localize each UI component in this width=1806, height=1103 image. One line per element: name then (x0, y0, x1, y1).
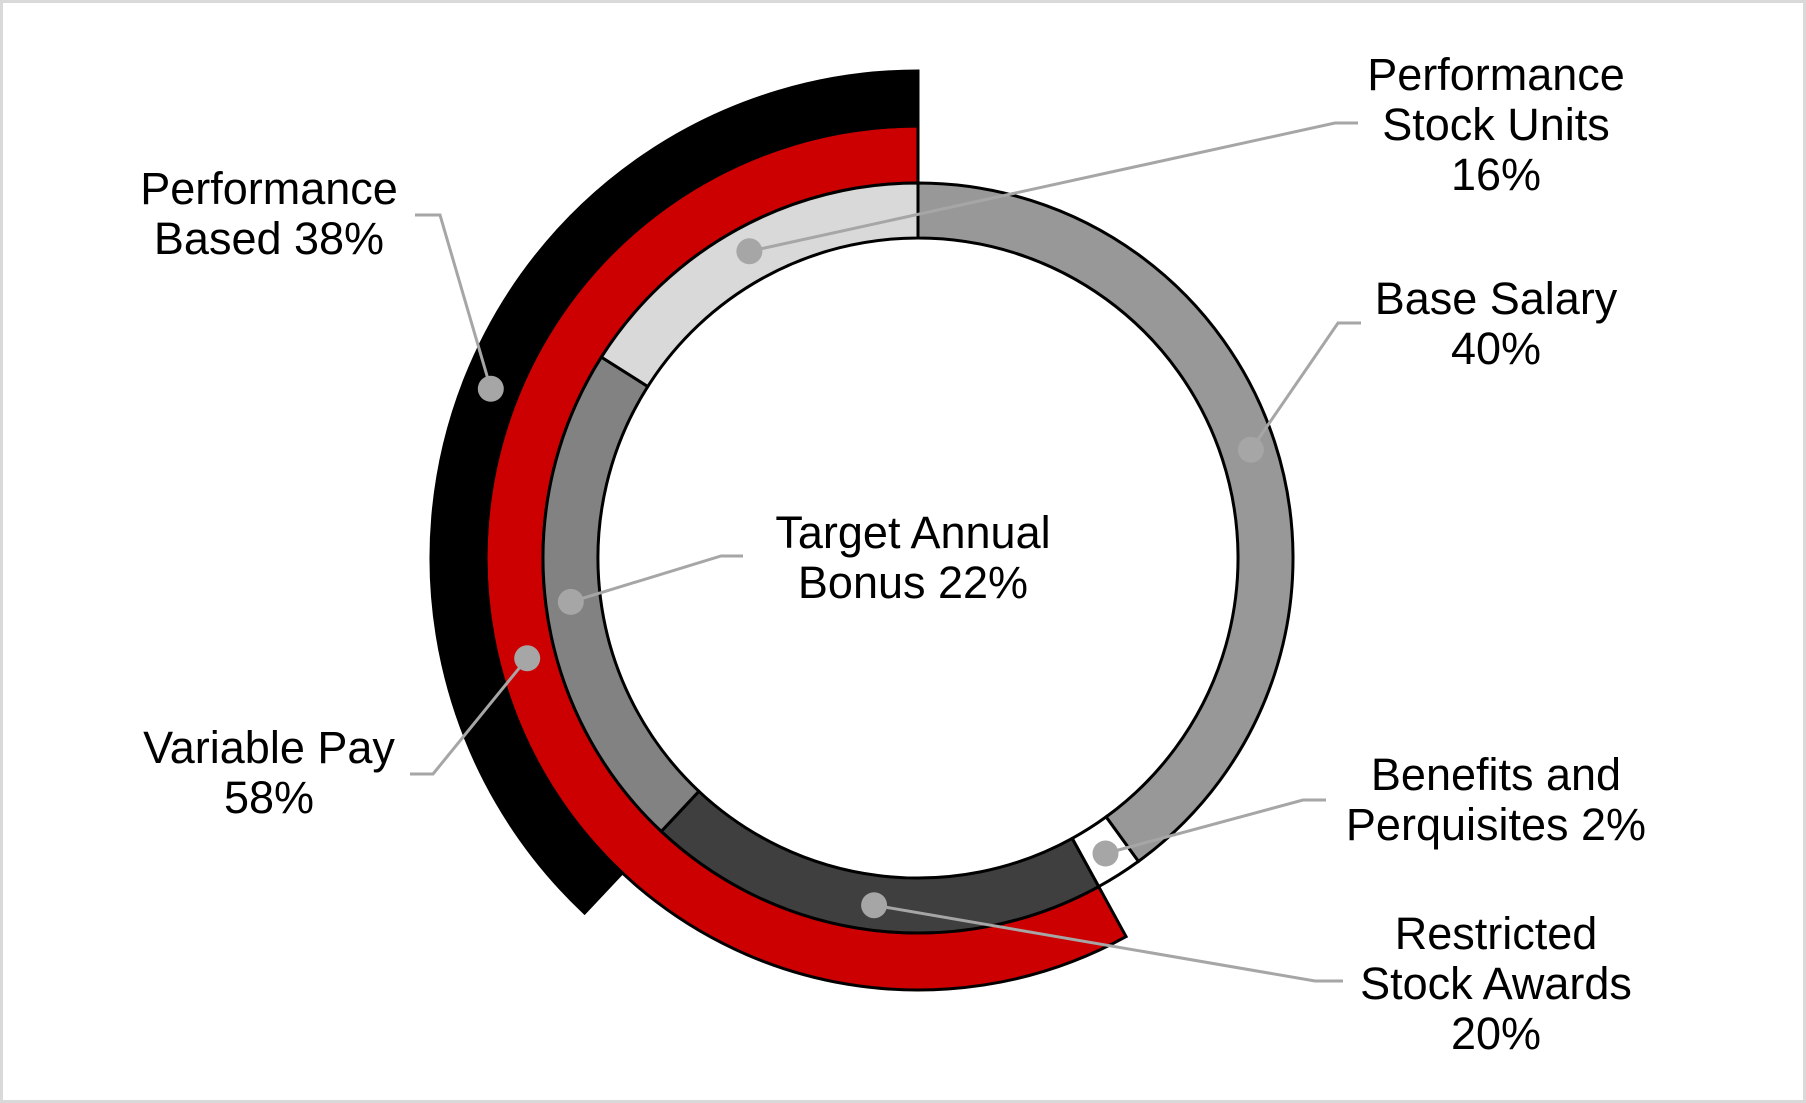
label-variable-pay: Variable Pay 58% (79, 723, 459, 823)
dot-base (1237, 436, 1264, 463)
label-performance-based: Performance Based 38% (79, 164, 459, 264)
label-line: Stock Awards (1360, 958, 1632, 1009)
label-line: Performance (140, 163, 398, 214)
label-line: 58% (223, 772, 315, 823)
label-line: 16% (1450, 149, 1542, 200)
label-base-salary: Base Salary 40% (1306, 274, 1686, 374)
leader-rsa (873, 903, 1343, 983)
label-line: Perquisites 2% (1345, 799, 1647, 850)
label-line: Restricted (1394, 908, 1598, 959)
label-target-annual-bonus: Target Annual Bonus 22% (723, 508, 1103, 608)
label-benefits-and-perquisites: Benefits and Perquisites 2% (1306, 750, 1686, 850)
dot-tab (557, 588, 584, 615)
donut-chart (410, 69, 1361, 992)
dot-rsa (861, 892, 888, 919)
arc-perf (429, 69, 920, 916)
segment-psu (599, 181, 920, 389)
label-line: 20% (1450, 1008, 1542, 1059)
dot-benefits (1092, 840, 1119, 867)
leader-psu (749, 121, 1358, 253)
label-line: Variable Pay (143, 722, 395, 773)
segment-base (916, 181, 1295, 864)
label-restricted-stock-awards: Restricted Stock Awards 20% (1306, 909, 1686, 1059)
dot-variable (514, 645, 541, 672)
label-performance-stock-units: Performance Stock Units 16% (1306, 50, 1686, 200)
leader-perf (415, 213, 493, 390)
leader-base (1249, 321, 1361, 451)
label-line: 40% (1450, 323, 1542, 374)
dot-psu (736, 238, 763, 265)
leader-tab (570, 554, 743, 604)
label-line: Target Annual (775, 507, 1051, 558)
dot-perf (477, 375, 504, 402)
label-line: Performance (1367, 49, 1625, 100)
leader-variable (410, 657, 529, 776)
label-line: Benefits and (1370, 749, 1622, 800)
label-line: Bonus 22% (797, 557, 1029, 608)
label-line: Stock Units (1382, 99, 1610, 150)
leader-benefits (1105, 798, 1326, 855)
label-line: Based 38% (153, 213, 385, 264)
label-line: Base Salary (1374, 273, 1618, 324)
